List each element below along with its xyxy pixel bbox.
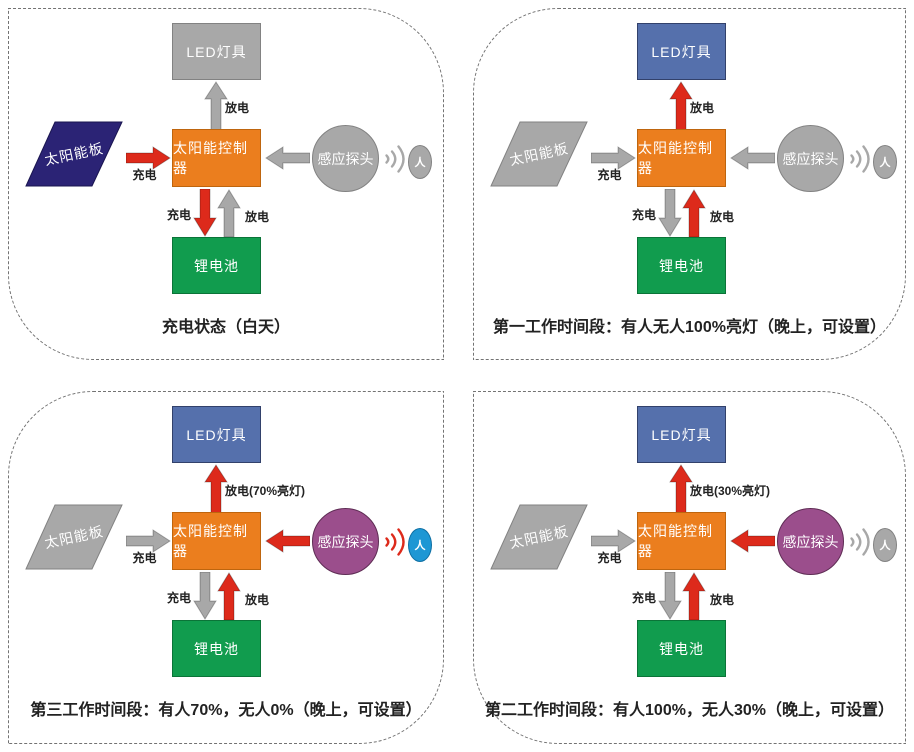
sensor-label: 感应探头 xyxy=(782,533,839,550)
solar-to-controller-arrow-label: 充电 xyxy=(132,551,157,565)
controller-to-led-arrow-label: 放电(70%亮灯) xyxy=(225,484,306,498)
person-icon: 人 xyxy=(873,528,897,562)
controller-box: 太阳能控制器 xyxy=(172,129,261,187)
person-icon: 人 xyxy=(873,145,897,179)
battery-to-controller-arrow xyxy=(217,572,241,620)
battery-label: 锂电池 xyxy=(194,640,239,657)
controller-to-led-arrow xyxy=(203,81,229,130)
sensor-circle: 感应探头 xyxy=(312,508,379,575)
sensor-to-controller-arrow xyxy=(728,528,775,554)
sound-waves-icon xyxy=(848,141,871,177)
controller-box: 太阳能控制器 xyxy=(637,512,726,570)
battery-to-controller-arrow-label: 放电 xyxy=(710,210,735,224)
controller-to-battery-arrow-label: 充电 xyxy=(166,208,191,222)
sensor-label: 感应探头 xyxy=(317,533,374,550)
battery-label: 锂电池 xyxy=(659,640,704,657)
battery-to-controller-arrow-label: 放电 xyxy=(710,593,735,607)
panel-caption: 第三工作时间段：有人70%，无人0%（晚上，可设置） xyxy=(30,702,422,719)
solar-panel-shape: 太阳能板 xyxy=(490,121,588,187)
controller-to-battery-arrow-label: 充电 xyxy=(631,208,656,222)
controller-label: 太阳能控制器 xyxy=(638,140,713,176)
controller-label: 太阳能控制器 xyxy=(173,140,248,176)
solar-panel-shape: 太阳能板 xyxy=(490,504,588,570)
person-label: 人 xyxy=(414,157,426,169)
sensor-label: 感应探头 xyxy=(317,150,374,167)
panel-work-period-1: LED灯具 放电 太阳能板 充电 太阳能控制器 感应探头 人 充电 放电 锂电池… xyxy=(473,8,906,360)
controller-to-battery-arrow-label: 充电 xyxy=(166,591,191,605)
led-box: LED灯具 xyxy=(172,23,261,80)
controller-to-battery-arrow xyxy=(658,572,682,620)
panel-work-period-3: LED灯具 放电(70%亮灯) 太阳能板 充电 太阳能控制器 感应探头 人 充电… xyxy=(8,391,444,744)
controller-to-battery-arrow xyxy=(193,189,217,237)
person-label: 人 xyxy=(879,540,891,552)
led-label: LED灯具 xyxy=(651,43,712,60)
sound-waves-icon xyxy=(848,524,871,560)
solar-to-controller-arrow xyxy=(591,145,636,171)
sensor-to-controller-arrow xyxy=(263,528,310,554)
led-label: LED灯具 xyxy=(186,43,247,60)
led-box: LED灯具 xyxy=(637,406,726,463)
led-label: LED灯具 xyxy=(186,426,247,443)
battery-to-controller-arrow xyxy=(682,189,706,237)
solar-to-controller-arrow xyxy=(591,528,636,554)
panel-charging-daytime: LED灯具 放电 太阳能板 充电 太阳能控制器 感应探头 人 充电 放电 锂电池… xyxy=(8,8,444,360)
battery-to-controller-arrow-label: 放电 xyxy=(245,210,270,224)
battery-to-controller-arrow xyxy=(217,189,241,237)
solar-to-controller-arrow-label: 充电 xyxy=(597,168,622,182)
sound-waves-icon xyxy=(383,141,406,177)
panel-caption: 第二工作时间段：有人100%，无人30%（晚上，可设置） xyxy=(485,702,894,719)
controller-label: 太阳能控制器 xyxy=(173,523,248,559)
solar-panel-shape: 太阳能板 xyxy=(25,121,123,187)
battery-label: 锂电池 xyxy=(194,257,239,274)
led-label: LED灯具 xyxy=(651,426,712,443)
sensor-to-controller-arrow xyxy=(263,145,310,171)
sensor-circle: 感应探头 xyxy=(777,125,844,192)
panel-caption: 充电状态（白天） xyxy=(161,319,290,336)
controller-box: 太阳能控制器 xyxy=(637,129,726,187)
solar-to-controller-arrow xyxy=(126,528,171,554)
controller-box: 太阳能控制器 xyxy=(172,512,261,570)
controller-to-battery-arrow xyxy=(658,189,682,237)
solar-panel-shape: 太阳能板 xyxy=(25,504,123,570)
sensor-circle: 感应探头 xyxy=(777,508,844,575)
battery-to-controller-arrow xyxy=(682,572,706,620)
controller-to-battery-arrow-label: 充电 xyxy=(631,591,656,605)
sensor-circle: 感应探头 xyxy=(312,125,379,192)
controller-label: 太阳能控制器 xyxy=(638,523,713,559)
controller-to-led-arrow xyxy=(668,464,694,513)
controller-to-led-arrow-label: 放电(30%亮灯) xyxy=(690,484,771,498)
battery-box: 锂电池 xyxy=(172,620,261,677)
controller-to-battery-arrow xyxy=(193,572,217,620)
led-box: LED灯具 xyxy=(172,406,261,463)
person-icon: 人 xyxy=(408,528,432,562)
solar-to-controller-arrow xyxy=(126,145,171,171)
solar-to-controller-arrow-label: 充电 xyxy=(132,168,157,182)
controller-to-led-arrow xyxy=(203,464,229,513)
battery-to-controller-arrow-label: 放电 xyxy=(245,593,270,607)
solar-to-controller-arrow-label: 充电 xyxy=(597,551,622,565)
battery-box: 锂电池 xyxy=(637,237,726,294)
controller-to-led-arrow-label: 放电 xyxy=(690,101,715,115)
battery-box: 锂电池 xyxy=(637,620,726,677)
person-label: 人 xyxy=(414,540,426,552)
person-icon: 人 xyxy=(408,145,432,179)
controller-to-led-arrow-label: 放电 xyxy=(225,101,250,115)
battery-box: 锂电池 xyxy=(172,237,261,294)
panel-work-period-2: LED灯具 放电(30%亮灯) 太阳能板 充电 太阳能控制器 感应探头 人 充电… xyxy=(473,391,906,744)
panel-caption: 第一工作时间段：有人无人100%亮灯（晚上，可设置） xyxy=(493,319,886,336)
person-label: 人 xyxy=(879,157,891,169)
controller-to-led-arrow xyxy=(668,81,694,130)
battery-label: 锂电池 xyxy=(659,257,704,274)
led-box: LED灯具 xyxy=(637,23,726,80)
sensor-to-controller-arrow xyxy=(728,145,775,171)
sound-waves-icon xyxy=(383,524,406,560)
sensor-label: 感应探头 xyxy=(782,150,839,167)
